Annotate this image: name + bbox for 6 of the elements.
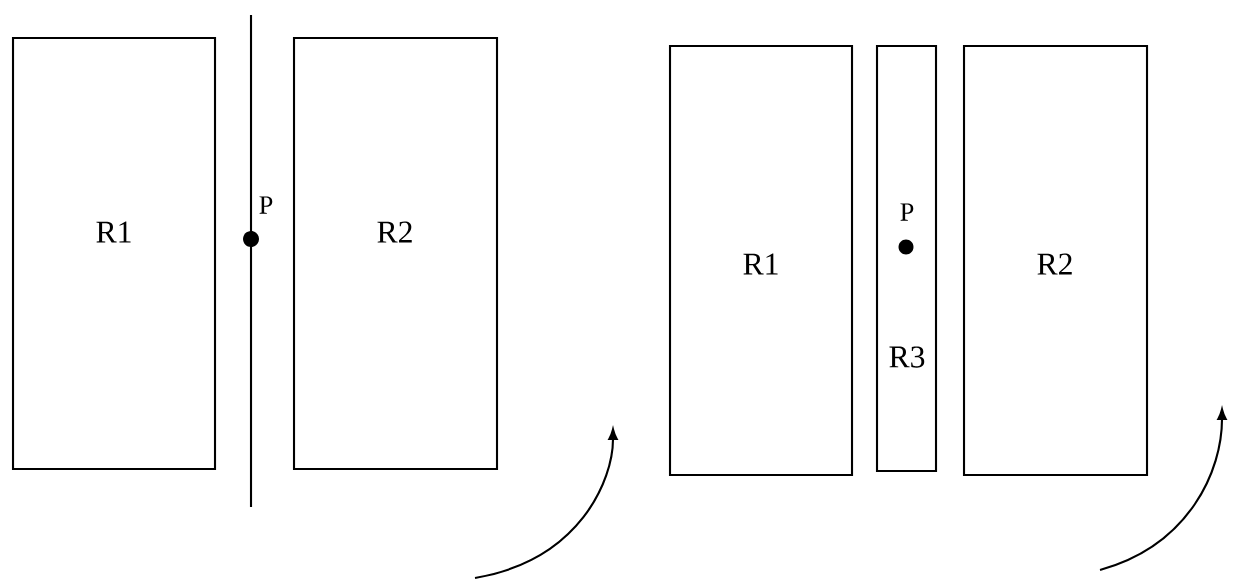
rectangle-box: P R3 [875,44,938,473]
rectangle-box: R1 [668,44,854,477]
rectangle-box: R1 [11,36,217,471]
rectangle-box: R2 [292,36,499,471]
point-label: P [259,196,273,214]
rectangle-box: R2 [962,44,1149,477]
